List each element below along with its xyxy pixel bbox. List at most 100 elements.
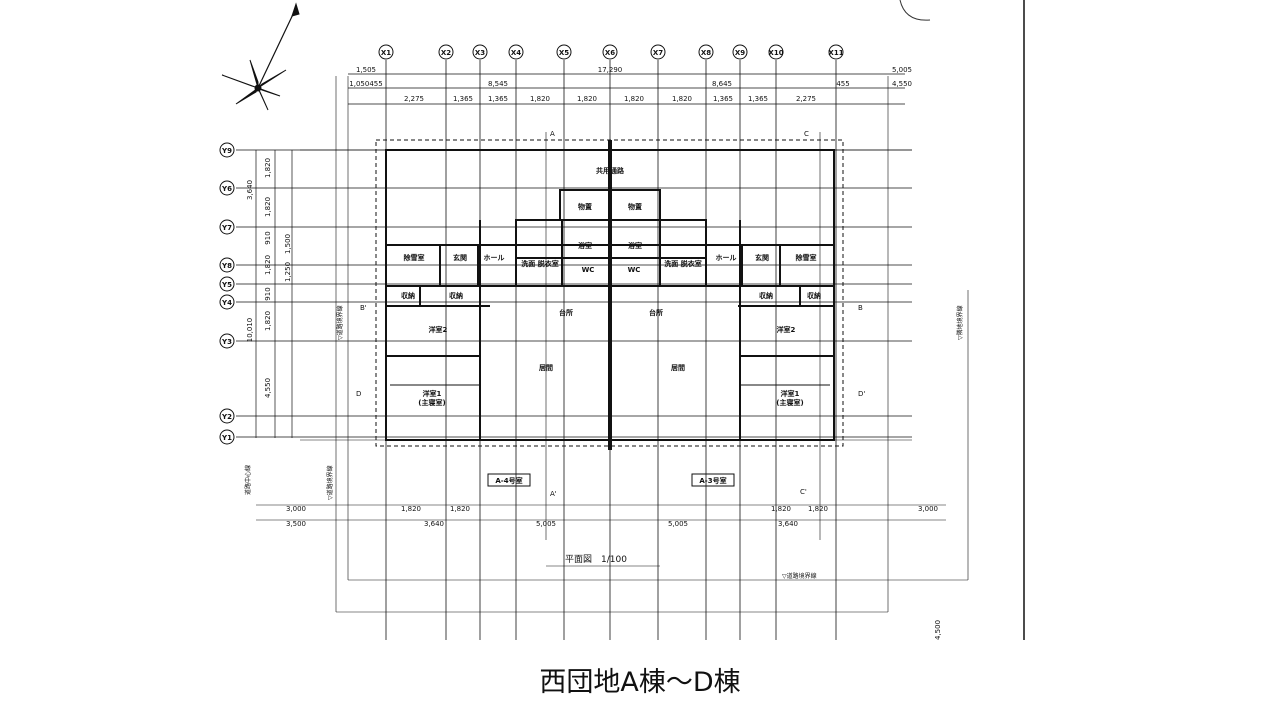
room-master-left: (主寝室) [418, 398, 445, 407]
room-western1-right: 洋室1 [781, 389, 800, 398]
unit-labels: A-4号室 A-3号室 [487, 473, 735, 487]
dim-left: 1,820 [264, 311, 272, 331]
section-mark-b: B [858, 304, 863, 312]
section-mark-d-prime: D' [858, 390, 865, 398]
grid-label-x: X8 [701, 49, 711, 57]
grid-label-x: X1 [381, 49, 391, 57]
plan-title: 平面図 1/100 [565, 554, 627, 565]
grid-label-y: Y8 [221, 262, 232, 270]
room-kitchen-left: 台所 [559, 308, 573, 317]
dim-top-3: 2,275 [404, 95, 424, 103]
dim-left: 910 [264, 231, 272, 244]
room-bath-right: 浴室 [628, 241, 642, 250]
side-label-left-1: ▽道路境界線 [336, 305, 344, 340]
room-western1-left: 洋室1 [423, 389, 442, 398]
dim-top-1: 1,505 [356, 66, 376, 74]
dim-bottom-2: 3,640 [424, 520, 444, 528]
dim-bottom-1: 1,820 [771, 505, 791, 513]
room-snow-left: 除雪室 [404, 253, 425, 262]
room-entry-left: 玄関 [453, 253, 467, 262]
room-shared-path: 共用通路 [596, 166, 625, 175]
grid-label-y: Y3 [221, 338, 232, 346]
dim-left: 910 [264, 287, 272, 300]
room-closet-right-2: 収納 [807, 291, 821, 300]
grid-label-x: X3 [475, 49, 485, 57]
section-mark-a: A [550, 130, 555, 138]
side-labels: ▽道路境界線 ▽隣地境界線 ▽道路境界線 道路中心線 ▽道路境界線 [244, 305, 964, 580]
grid-label-x: X10 [768, 49, 783, 57]
north-arrow-icon [221, 2, 300, 111]
room-hall-right: ホール [716, 254, 737, 262]
dim-top-3: 1,820 [624, 95, 644, 103]
section-mark-a-prime: A' [550, 490, 557, 498]
section-mark-b-prime: B' [360, 304, 367, 312]
bottom-dimension: 4,500 [934, 620, 942, 640]
dim-top-2: 8,645 [712, 80, 732, 88]
grid-label-y: Y6 [221, 185, 232, 193]
dim-bottom-1: 3,000 [918, 505, 938, 513]
dim-bottom-1: 1,820 [808, 505, 828, 513]
grid-label-x: X9 [735, 49, 745, 57]
unit-label-a3: A-3号室 [699, 476, 726, 485]
room-storage-right: 物置 [628, 202, 642, 211]
room-entry-right: 玄関 [755, 253, 769, 262]
room-closet-left-2: 収納 [449, 291, 463, 300]
dim-top-2: 8,545 [488, 80, 508, 88]
room-wc-right: WC [628, 266, 641, 274]
dim-left: 4,550 [264, 378, 272, 398]
room-western2-right: 洋室2 [777, 325, 796, 334]
dim-top-2: 1,050455 [349, 80, 382, 88]
dim-left: 3,640 [246, 180, 254, 200]
grid-label-y: Y7 [221, 224, 232, 232]
side-label-road-center: 道路中心線 [244, 465, 252, 495]
dimension-lines-left [255, 150, 293, 438]
grid-label-x: X4 [511, 49, 521, 57]
room-kitchen-right: 台所 [649, 308, 663, 317]
room-closet-right-1: 収納 [759, 291, 773, 300]
dim-top-3: 1,365 [748, 95, 768, 103]
grid-label-x: X5 [559, 49, 569, 57]
grid-label-x: X6 [605, 49, 615, 57]
room-wash-left: 洗面 脱衣室 [521, 259, 558, 268]
unit-label-a4: A-4号室 [495, 476, 522, 485]
dim-top-2: 455 [836, 80, 849, 88]
dim-top-3: 1,365 [453, 95, 473, 103]
slide-caption: 西団地A棟～D棟 [539, 667, 741, 698]
section-marks: A C B D A' C' B' D' [356, 130, 865, 498]
dim-top-2: 4,550 [892, 80, 912, 88]
dim-left: 1,500 [284, 234, 292, 254]
grid-label-x: X11 [828, 49, 843, 57]
room-closet-left-1: 収納 [401, 291, 415, 300]
dim-top-1: 5,005 [892, 66, 912, 74]
dim-bottom-1: 1,820 [401, 505, 421, 513]
grid-label-y: Y9 [221, 147, 232, 155]
room-wash-right: 洗面 脱衣室 [664, 259, 701, 268]
room-western2-left: 洋室2 [429, 325, 448, 334]
room-hall-left: ホール [484, 254, 505, 262]
grid-label-y: Y1 [221, 434, 232, 442]
dim-top-3: 1,820 [577, 95, 597, 103]
dim-top-3: 1,365 [488, 95, 508, 103]
dim-top-3: 1,820 [530, 95, 550, 103]
grid-label-y: Y2 [221, 413, 232, 421]
dim-top-3: 1,820 [672, 95, 692, 103]
dim-left: 1,820 [264, 197, 272, 217]
room-living-left: 居間 [539, 363, 553, 372]
grid-label-x: X7 [653, 49, 663, 57]
side-label-right-1: ▽隣地境界線 [956, 305, 964, 340]
dim-left: 1,820 [264, 158, 272, 178]
dim-bottom-1: 3,000 [286, 505, 306, 513]
room-storage-left: 物置 [578, 202, 592, 211]
grid-label-y: Y5 [221, 281, 232, 289]
grid-label-y: Y4 [221, 299, 232, 307]
section-mark-c-prime: C' [800, 488, 807, 496]
grid-label-x: X2 [441, 49, 451, 57]
room-snow-right: 除雪室 [796, 253, 817, 262]
dim-left: 10,010 [246, 318, 254, 343]
room-living-right: 居間 [671, 363, 685, 372]
room-labels: 共用通路 物置 物置 浴室 浴室 洗面 脱衣室 洗面 脱衣室 WC WC ホール… [401, 166, 821, 407]
section-mark-c: C [804, 130, 809, 138]
